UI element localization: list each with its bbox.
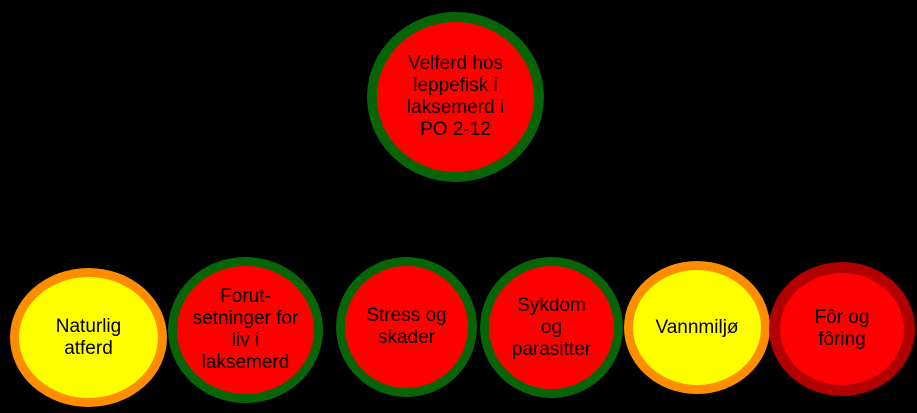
node-for-foring: Fôr og fôring (769, 262, 915, 396)
node-forutsetninger-label: Forut- setninger for liv i laksemerd (192, 286, 299, 373)
node-stress-skader-label: Stress og skader (366, 305, 447, 348)
node-velferd-root-label: Velferd hos leppefisk i laksemerd i PO 2… (406, 53, 505, 140)
node-vannmiljo-label: Vannmiljø (655, 316, 739, 338)
node-velferd-root: Velferd hos leppefisk i laksemerd i PO 2… (367, 12, 544, 182)
node-forutsetninger: Forut- setninger for liv i laksemerd (168, 257, 323, 403)
node-vannmiljo: Vannmiljø (624, 261, 770, 394)
node-naturlig-atferd-label: Naturlig atferd (55, 315, 122, 359)
node-sykdom-parasitter-label: Sykdom og parasitter (511, 294, 592, 360)
node-sykdom-parasitter: Sykdom og parasitter (480, 257, 623, 398)
node-for-foring-label: Fôr og fôring (814, 307, 870, 350)
node-naturlig-atferd: Naturlig atferd (10, 268, 167, 407)
node-stress-skader: Stress og skader (336, 257, 477, 397)
